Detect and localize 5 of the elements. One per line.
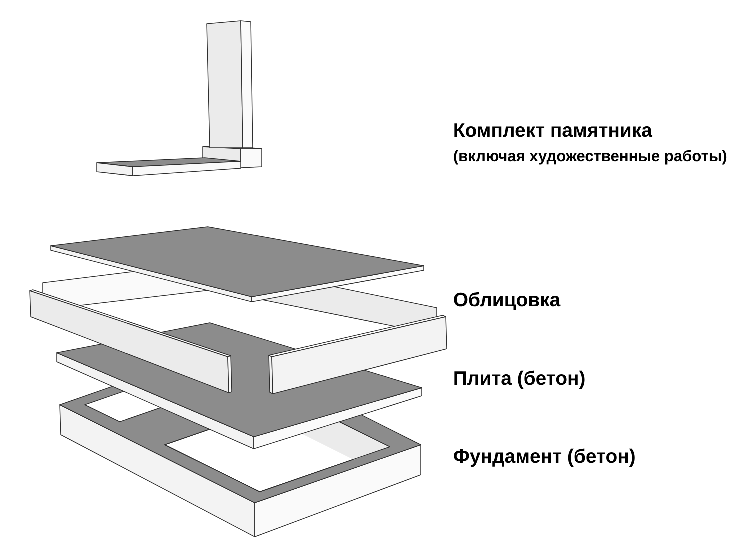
part-label: Фундамент (бетон): [454, 448, 635, 468]
part-label: Комплект памятника: [454, 124, 653, 138]
part-label: Плита (бетон): [454, 370, 585, 390]
part-label: Облицовка: [454, 292, 561, 310]
part-label: (включая художественные работы): [454, 150, 727, 165]
